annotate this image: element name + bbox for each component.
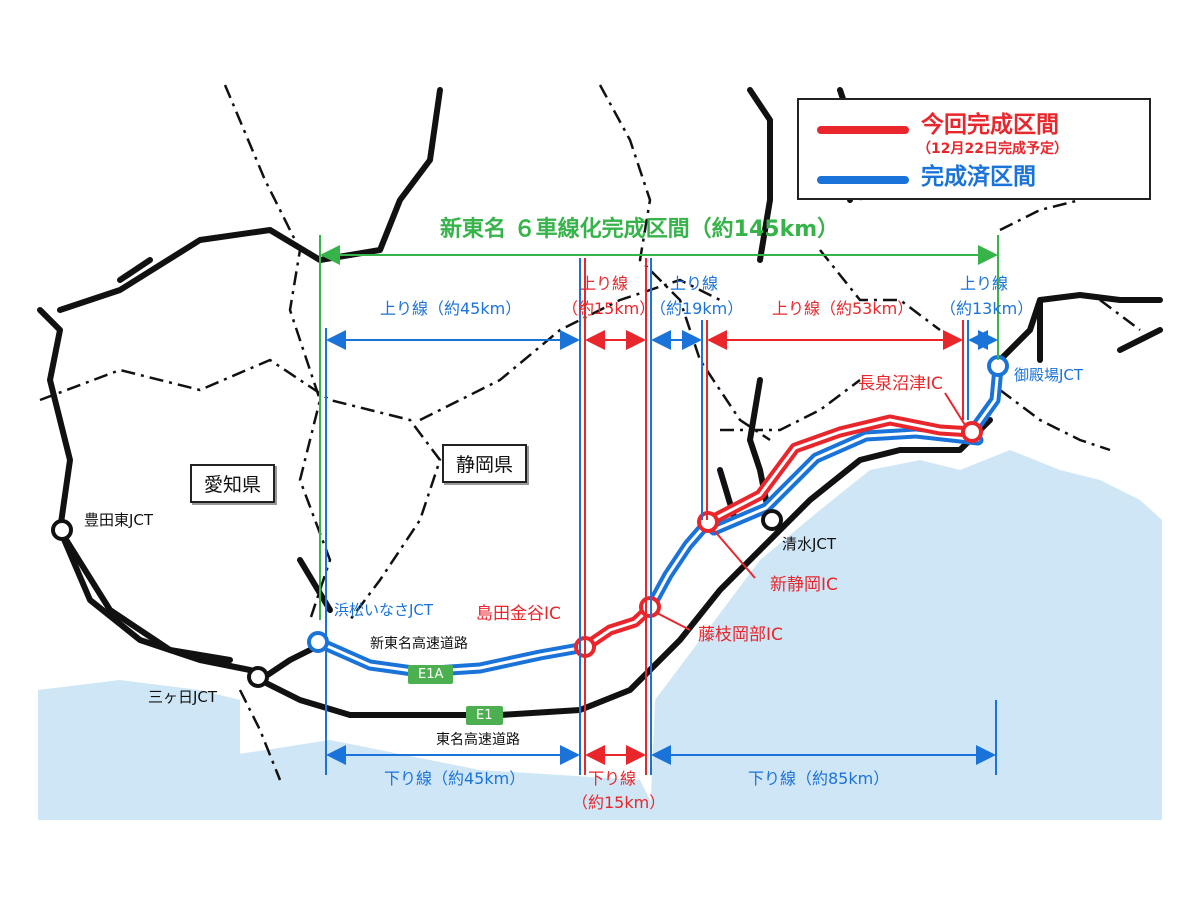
upbound-seg5-line1: 上り線 <box>960 274 1009 293</box>
label-hamamatsu-inasa-jct: 浜松いなさJCT <box>334 601 434 619</box>
legend-current-swatch <box>817 126 909 134</box>
legend-current-sub: （12月22日完成予定） <box>917 141 1068 157</box>
label-tomei-road: 東名高速道路 <box>436 732 520 748</box>
upbound-seg5-line2: （約13km） <box>940 299 1034 318</box>
label-nagaizumi-numazu-ic: 長泉沼津IC <box>858 374 943 394</box>
upbound-seg2-line2: （約15km） <box>562 299 656 318</box>
completed-section-inner <box>316 366 1000 674</box>
upbound-seg3-line2: （約19km） <box>650 299 744 318</box>
junction-shimizu-marker <box>761 509 783 531</box>
section-separators <box>319 235 999 775</box>
prefecture-aichi: 愛知県 <box>190 464 276 503</box>
upbound-seg1-label: 上り線（約45km） <box>380 299 522 318</box>
downbound-seg2-line1: 下り線 <box>588 769 637 788</box>
badge-e1: E1 <box>466 706 503 725</box>
legend-done-label: 完成済区間 <box>921 164 1036 190</box>
label-shimada-kanaya-ic: 島田金谷IC <box>476 604 561 624</box>
legend-box: 今回完成区間 （12月22日完成予定） 完成済区間 <box>797 98 1151 200</box>
upbound-seg2-line1: 上り線 <box>580 274 629 293</box>
junction-mikkabi-marker <box>247 666 269 688</box>
junction-toyota-higashi-marker <box>51 519 73 541</box>
dimension-arrows <box>320 245 998 765</box>
label-gotemba-jct: 御殿場JCT <box>1014 366 1084 384</box>
label-fujieda-okabe-ic: 藤枝岡部IC <box>698 625 783 645</box>
legend-current-label: 今回完成区間 <box>921 112 1059 138</box>
sea-area <box>38 450 1162 820</box>
label-shin-tomei-road: 新東名高速道路 <box>370 636 468 652</box>
legend-done-swatch <box>817 176 909 184</box>
badge-e1a: E1A <box>408 665 454 684</box>
prefecture-shizuoka: 静岡県 <box>442 444 528 483</box>
label-toyota-higashi-jct: 豊田東JCT <box>84 511 154 529</box>
label-shimizu-jct: 清水JCT <box>782 535 837 553</box>
leader-lines <box>654 392 966 631</box>
upbound-seg4-label: 上り線（約53km） <box>772 299 914 318</box>
label-mikkabi-jct: 三ヶ日JCT <box>148 688 218 706</box>
downbound-seg3-label: 下り線（約85km） <box>748 769 890 788</box>
junction-hamamatsu-marker <box>307 631 329 653</box>
ic-nagaizumi-marker <box>961 421 983 443</box>
upbound-seg3-line1: 上り線 <box>670 274 719 293</box>
map-title: 新東名 ６車線化完成区間（約145km） <box>440 217 840 242</box>
downbound-seg1-label: 下り線（約45km） <box>384 769 526 788</box>
label-shin-shizuoka-ic: 新静岡IC <box>770 575 838 595</box>
downbound-seg2-line2: （約15km） <box>572 793 666 812</box>
